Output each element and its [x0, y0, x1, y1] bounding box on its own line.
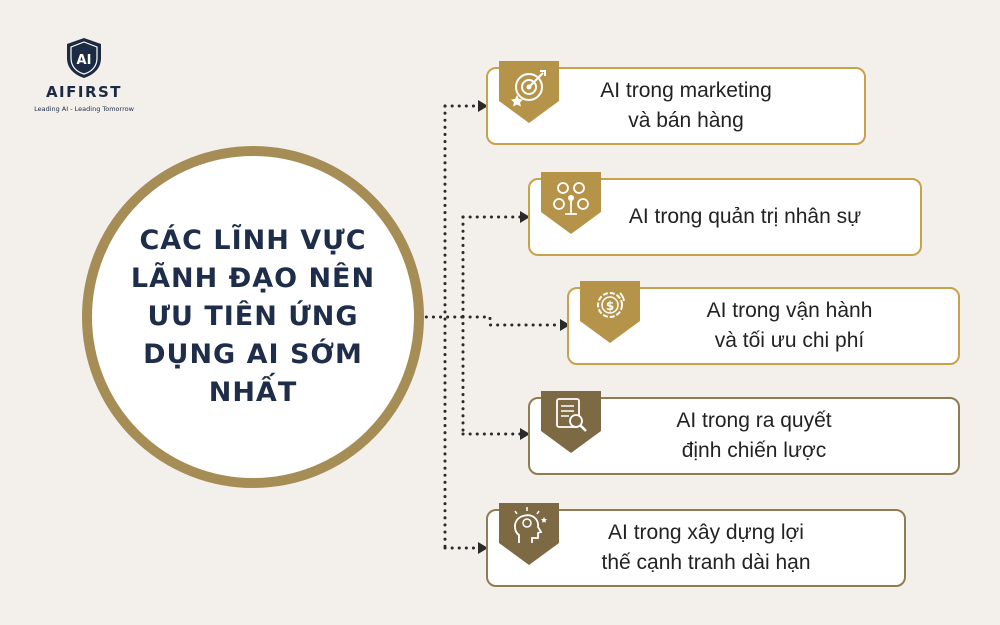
team-network-icon	[541, 172, 601, 234]
shield-logo-icon: AI	[67, 38, 101, 78]
tag-badge	[499, 503, 559, 565]
card-operations: $ AI trong vận hành và tối ưu chi phí	[567, 281, 960, 365]
arrowhead-5	[478, 542, 488, 554]
card-text-line1: AI trong marketing	[600, 79, 772, 102]
card-text-line1: AI trong ra quyết	[676, 409, 832, 432]
document-search-icon	[541, 391, 601, 453]
arrowhead-4	[520, 428, 530, 440]
svg-text:$: $	[606, 299, 614, 313]
brand-logo: AI AIFIRST Leading AI - Leading Tomorrow	[24, 36, 144, 113]
card-competitive-advantage: AI trong xây dựng lợi thế cạnh tranh dài…	[486, 503, 906, 587]
card-text-line2: và tối ưu chi phí	[714, 329, 865, 352]
card-text-line1: AI trong vận hành	[706, 299, 873, 322]
card-text-line2: và bán hàng	[628, 109, 744, 132]
card-text-line1: AI trong quản trị nhân sự	[628, 205, 862, 228]
tag-badge	[499, 61, 559, 123]
center-title: CÁC LĨNH VỰC LÃNH ĐẠO NÊN ƯU TIÊN ỨNG DỤ…	[130, 225, 376, 408]
center-circle: CÁC LĨNH VỰC LÃNH ĐẠO NÊN ƯU TIÊN ỨNG DỤ…	[82, 146, 424, 488]
card-text-line2: thế cạnh tranh dài hạn	[601, 551, 811, 574]
card-hr-management: AI trong quản trị nhân sự	[528, 172, 922, 256]
card-text-line1: AI trong xây dựng lợi	[608, 521, 804, 544]
tag-badge	[541, 391, 601, 453]
card-strategy: AI trong ra quyết định chiến lược	[528, 391, 960, 475]
arrowhead-1	[478, 100, 488, 112]
tag-badge: $	[580, 281, 640, 343]
dollar-gear-icon: $	[580, 281, 640, 343]
arrowhead-3	[560, 319, 570, 331]
arrowhead-2	[520, 211, 530, 223]
logo-mark-text: AI	[77, 53, 92, 68]
card-marketing: AI trong marketing và bán hàng	[486, 61, 866, 145]
brand-name: AIFIRST	[45, 83, 123, 101]
target-star-icon	[499, 61, 559, 123]
tag-badge	[541, 172, 601, 234]
brand-tagline: Leading AI - Leading Tomorrow	[34, 105, 134, 113]
head-lightbulb-icon	[499, 503, 559, 565]
connector-branch-3	[461, 315, 562, 327]
card-text-line2: định chiến lược	[681, 439, 827, 462]
